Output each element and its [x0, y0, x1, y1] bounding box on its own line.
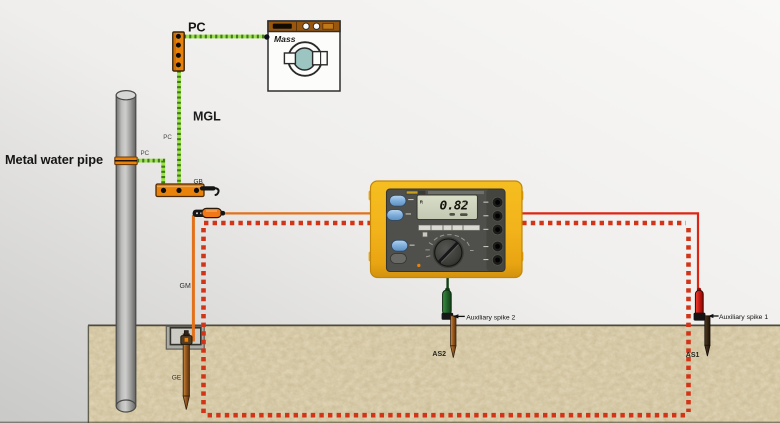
- washer-detergent-slot: [272, 23, 292, 29]
- pc-busbar-label: PC: [188, 20, 206, 35]
- as2-label: AS2: [432, 351, 446, 358]
- pc-wire-upper-label: PC: [163, 134, 172, 141]
- gm-clamp: [192, 207, 225, 219]
- knob-pointer: [438, 241, 459, 263]
- tester-button-4: [389, 253, 407, 264]
- terminal-2: [491, 210, 504, 222]
- dial-scale-strip: [418, 224, 480, 231]
- as2-rod-tip: [450, 345, 457, 358]
- metal-water-pipe: [114, 89, 138, 413]
- pipe-bottom-cap: [115, 399, 137, 413]
- dial-ticks: [425, 234, 474, 258]
- drum-latch-right: [311, 50, 328, 66]
- lcd-icon-1: [449, 213, 455, 216]
- terminal-5: [491, 254, 504, 266]
- as1-rod: [704, 315, 711, 346]
- pc-wire-lower-label: PC: [141, 150, 150, 157]
- as1-arrow-head: [708, 313, 714, 319]
- as2-arrow-head: [452, 314, 459, 319]
- terminal-4: [491, 240, 504, 253]
- drum-latch-left: [283, 52, 297, 65]
- ge-label: GE: [172, 375, 182, 382]
- frame-bottom-edge: [0, 421, 780, 423]
- as2-rod: [450, 315, 457, 347]
- tester-button-1: [389, 194, 407, 207]
- aux-spike-2: [441, 274, 465, 358]
- mgl-label: MGL: [193, 110, 221, 124]
- aux-spike-1: [693, 287, 719, 357]
- terminal-1: [491, 196, 504, 209]
- lcd-icon-2: [460, 213, 468, 216]
- green-wires: [137, 34, 265, 186]
- as1-plug: [694, 289, 704, 317]
- as1-clamp: [693, 312, 706, 321]
- ge-earth-rod: [180, 330, 193, 410]
- gm-label: GM: [180, 283, 191, 290]
- mass-connection-dot: [264, 34, 270, 40]
- tester-terminals: [491, 196, 504, 266]
- washer-knob-2: [312, 22, 321, 30]
- gb-busbar: [155, 183, 220, 198]
- tester-button-3: [391, 239, 409, 252]
- lcd-unit: Ω: [464, 201, 468, 207]
- dial-icon-box: [422, 231, 428, 238]
- mass-label: Mass: [274, 34, 296, 44]
- metal-water-pipe-label: Metal water pipe: [5, 152, 103, 167]
- washing-machine: [267, 20, 341, 92]
- as1-label: AS1: [686, 352, 700, 359]
- pc-busbar: [172, 31, 185, 72]
- tester-button-2: [386, 209, 404, 221]
- lcd-value: 0.82: [440, 198, 469, 213]
- as1-rod-tip: [704, 344, 711, 357]
- washer-display: [322, 22, 334, 30]
- aux-spike-2-label: Auxiliary spike 2: [466, 314, 515, 321]
- terminal-3: [491, 223, 504, 236]
- rotary-knob-ring: [432, 237, 464, 269]
- wire-pipe-to-busbar-stripe: [137, 158, 166, 186]
- pipe-top-cap: [115, 89, 137, 101]
- gb-busbar-label: GB: [194, 179, 203, 186]
- red-lead-to-spike1: [460, 212, 700, 292]
- lcd-annunciator: R: [420, 199, 424, 204]
- washer-knob-1: [302, 22, 310, 30]
- aux-spike-1-label: Auxiliary spike 1: [719, 314, 768, 321]
- as2-plug: [442, 289, 452, 316]
- power-led: [417, 263, 421, 268]
- earth-ground-tester: R 0.82 Ω: [368, 180, 524, 279]
- model-strip: [428, 190, 484, 195]
